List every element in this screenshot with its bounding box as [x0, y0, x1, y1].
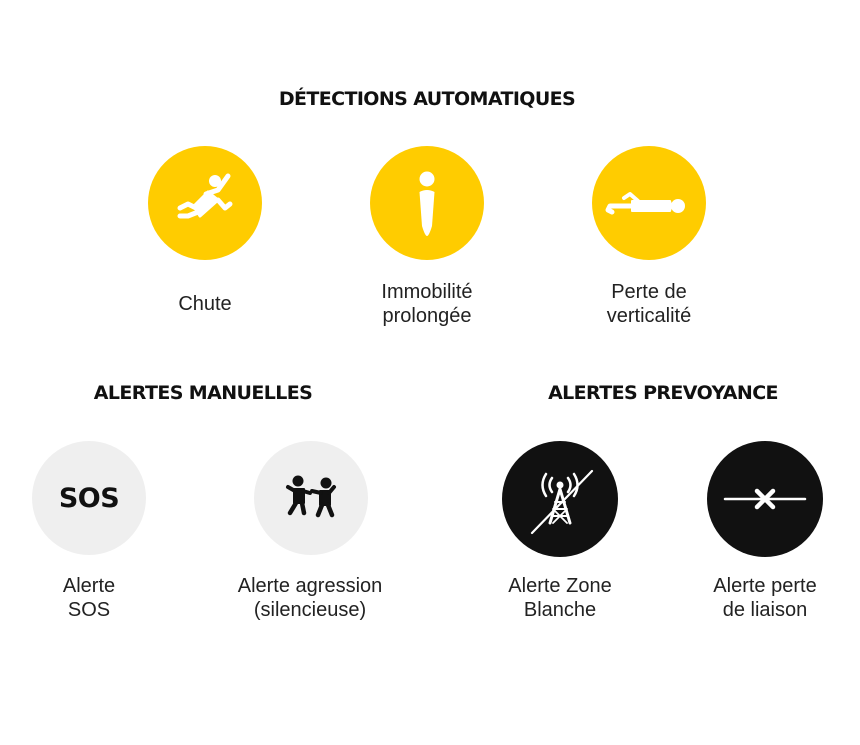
- immobility-label: Immobilité prolongée: [317, 280, 537, 328]
- aggression-alert-circle: [254, 441, 368, 555]
- aggression-label-line2: (silencieuse): [253, 599, 367, 621]
- immobility-label-line2: prolongée: [382, 305, 472, 327]
- fall-detection-circle: [148, 146, 262, 260]
- sos-icon: SOS: [58, 482, 120, 514]
- link-loss-label-line1: Alerte perte: [713, 575, 817, 597]
- automatic-detections-heading: DÉTECTIONS AUTOMATIQUES: [278, 88, 576, 110]
- aggression-label: Alerte agression (silencieuse): [200, 574, 420, 622]
- verticality-label-line1: Perte de: [611, 281, 687, 303]
- white-zone-label: Alerte Zone Blanche: [450, 574, 670, 622]
- link-loss-alert-circle: [707, 441, 823, 557]
- falling-person-icon: [177, 173, 233, 219]
- white-zone-label-line1: Alerte Zone: [508, 575, 612, 597]
- lying-person-icon: [605, 192, 685, 215]
- sos-label-line2: SOS: [67, 599, 111, 621]
- manual-alerts-heading: ALERTES MANUELLES: [93, 382, 313, 404]
- link-loss-label: Alerte perte de liaison: [655, 574, 860, 622]
- immobility-label-line1: Immobilité: [381, 281, 473, 303]
- white-zone-alert-circle: [502, 441, 618, 557]
- fall-label-line1: Chute: [178, 293, 232, 315]
- broken-link-icon: [723, 488, 807, 510]
- white-zone-label-line2: Blanche: [523, 599, 597, 621]
- immobility-detection-circle: [370, 146, 484, 260]
- preventive-alerts-heading: ALERTES PREVOYANCE: [548, 382, 778, 404]
- aggression-label-line1: Alerte agression: [237, 575, 383, 597]
- aggression-icon: [286, 475, 336, 518]
- sos-alert-circle: SOS: [32, 441, 146, 555]
- verticality-label: Perte de verticalité: [539, 280, 759, 328]
- verticality-label-line2: verticalité: [606, 305, 692, 327]
- standing-person-icon: [419, 171, 435, 236]
- link-loss-label-line2: de liaison: [722, 599, 808, 621]
- fall-label: Chute: [95, 292, 315, 316]
- sos-label-line1: Alerte: [62, 575, 116, 597]
- no-signal-tower-icon: [530, 469, 594, 535]
- sos-label: Alerte SOS: [0, 574, 199, 622]
- verticality-loss-circle: [592, 146, 706, 260]
